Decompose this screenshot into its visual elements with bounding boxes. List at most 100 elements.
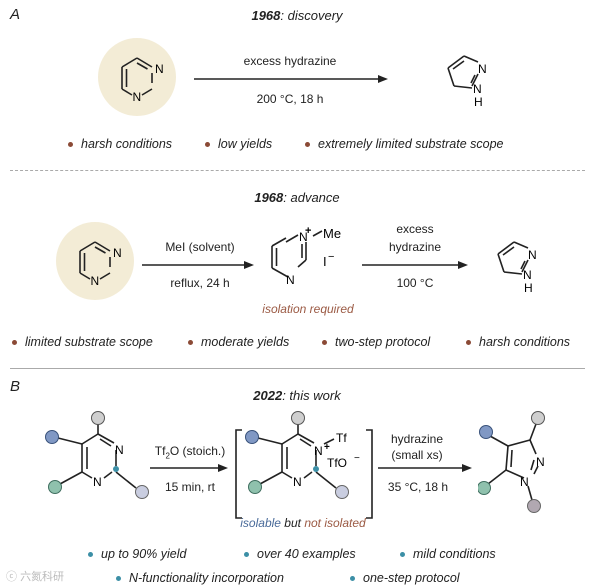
charge-minus: − xyxy=(354,453,360,464)
arrow-b-hydrazine-line2: (small xs) xyxy=(391,448,443,462)
section-a2-header: 1968: advance xyxy=(197,190,397,205)
section-b-header-rest: : this work xyxy=(282,388,341,403)
bullet-item: up to 90% yield xyxy=(88,547,186,561)
isolable-note: isolable but not isolated xyxy=(240,516,366,530)
atom-h: H xyxy=(524,281,533,295)
atom-n: N xyxy=(91,274,100,288)
atom-h: H xyxy=(474,95,483,109)
solid-divider xyxy=(10,368,585,369)
atom-n: N xyxy=(299,230,308,244)
bullet-item: low yields xyxy=(205,137,272,151)
bullet-dot-icon xyxy=(116,575,121,581)
substituent-grey-icon xyxy=(291,411,305,425)
section-a-header-rest: : discovery xyxy=(280,8,343,23)
pyrazole-structure-a2: N N H xyxy=(497,241,537,295)
bullet-dot-icon xyxy=(205,141,210,147)
triflyl-label: Tf xyxy=(336,431,347,445)
arrow-a-conditions: 200 °C, 18 h xyxy=(256,92,324,106)
triflyl-pyrimidinium-structure: N + Tf TfO − N xyxy=(245,411,360,499)
bullet-item: limited substrate scope xyxy=(12,335,153,349)
substituent-grey-blue-icon xyxy=(135,485,149,499)
section-a-header: 1968: discovery xyxy=(197,8,397,23)
atom-n: N xyxy=(293,475,302,489)
atom-n: N xyxy=(473,82,482,96)
substituent-grey-icon xyxy=(91,411,105,425)
arrow-b-hydrazine-line1: hydrazine xyxy=(390,432,444,446)
bullet-item: N-functionality incorporation xyxy=(116,571,284,585)
intermediate-bracket xyxy=(235,429,373,519)
substituent-blue-icon xyxy=(45,430,59,444)
substituent-grey-icon xyxy=(531,411,545,425)
substituent-green-icon xyxy=(48,480,62,494)
bullet-item: mild conditions xyxy=(400,547,496,561)
atom-n: N xyxy=(536,455,545,469)
bullet-dot-icon xyxy=(244,551,249,557)
iodide-label: I xyxy=(323,254,327,269)
bullet-dot-icon xyxy=(466,339,471,345)
section-a-letter: A xyxy=(10,6,21,23)
bullet-dot-icon xyxy=(305,141,310,147)
bullet-dot-icon xyxy=(350,575,355,581)
reaction-arrow-icon xyxy=(150,464,228,472)
dashed-divider xyxy=(10,170,585,171)
arrow-b-conditions2: 35 °C, 18 h xyxy=(387,480,449,494)
methylpyrimidinium-structure: N + Me N I − xyxy=(271,225,341,287)
atom-n: N xyxy=(115,443,124,457)
methyl-label: Me xyxy=(323,226,341,241)
bullet-item: two-step protocol xyxy=(322,335,430,349)
section-a2-header-rest: : advance xyxy=(283,190,340,205)
atom-n: N xyxy=(523,268,532,282)
isolation-note: isolation required xyxy=(262,302,354,316)
bullet-item: harsh conditions xyxy=(68,137,172,151)
reaction-arrow-icon xyxy=(378,464,472,472)
substituted-pyrimidine-structure: N N xyxy=(45,411,149,499)
substituent-green-icon xyxy=(478,481,491,495)
pyrimidine-structure-a: N N xyxy=(121,57,164,104)
substituent-grey-blue-icon xyxy=(335,485,349,499)
substituent-green-icon xyxy=(248,480,262,494)
reaction-arrow-icon xyxy=(142,261,254,269)
substituent-blue-icon xyxy=(479,425,493,439)
bullet-item: harsh conditions xyxy=(466,335,570,349)
arrow-a-reagent: excess hydrazine xyxy=(243,54,337,68)
charge-plus: + xyxy=(324,442,330,453)
atom-n: N xyxy=(478,62,487,76)
reaction-arrow-icon xyxy=(362,261,468,269)
arrow-b-conditions: 15 min, rt xyxy=(164,480,215,494)
reactive-site-dot-icon xyxy=(313,466,319,472)
arrow-a2-temperature: 100 °C xyxy=(396,276,434,290)
bullet-dot-icon xyxy=(188,339,193,345)
substrate-highlight-circle xyxy=(98,38,176,116)
section-b-letter: B xyxy=(10,378,21,395)
bullet-item: extremely limited substrate scope xyxy=(305,137,504,151)
arrow-a2-hydrazine-line1: excess xyxy=(396,222,434,236)
charge-plus: + xyxy=(305,225,311,237)
bullet-dot-icon xyxy=(68,141,73,147)
atom-n: N xyxy=(93,475,102,489)
arrow-b-reagent: Tf2O (stoich.) xyxy=(154,444,226,461)
atom-n: N xyxy=(133,90,142,104)
bullet-dot-icon xyxy=(88,551,93,557)
section-a2-year: 1968 xyxy=(254,190,284,205)
charge-minus: − xyxy=(328,251,334,263)
bullet-item: over 40 examples xyxy=(244,547,356,561)
substituted-pyrazole-structure: N N xyxy=(478,411,545,513)
triflate-label: TfO xyxy=(327,456,347,470)
atom-n: N xyxy=(520,475,529,489)
pyrazole-structure-a: N N H xyxy=(447,55,487,109)
substrate-highlight-circle xyxy=(56,222,134,300)
bullet-dot-icon xyxy=(322,339,327,345)
pyrimidine-structure-a2: N N xyxy=(79,241,122,288)
section-b-header: 2022: this work xyxy=(197,388,397,403)
substituent-mauve-icon xyxy=(527,499,541,513)
substituent-blue-icon xyxy=(245,430,259,444)
atom-n: N xyxy=(113,246,122,260)
bullet-dot-icon xyxy=(400,551,405,557)
bullet-item: one-step protocol xyxy=(350,571,460,585)
atom-n: N xyxy=(155,62,164,76)
atom-n: N xyxy=(286,273,295,287)
watermark-logo-icon: ⓒ xyxy=(6,571,17,583)
bullet-item: moderate yields xyxy=(188,335,289,349)
arrow-a2-reagent: MeI (solvent) xyxy=(165,240,235,254)
atom-n: N xyxy=(528,248,537,262)
